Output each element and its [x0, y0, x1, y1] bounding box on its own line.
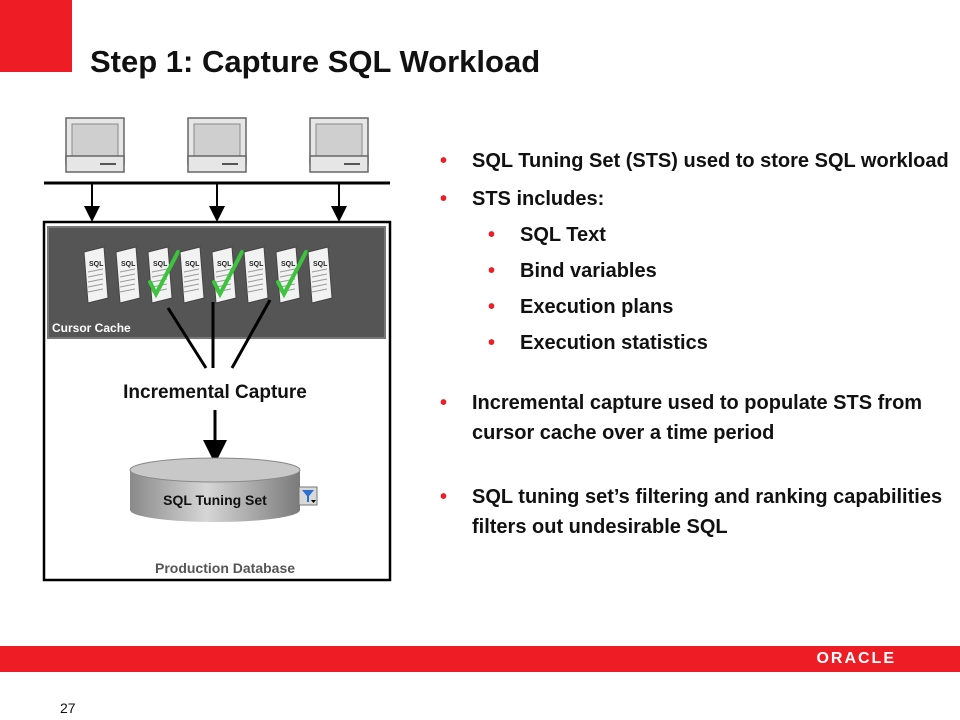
- client-computer-1: [65, 117, 125, 173]
- bullet-text: SQL Tuning Set (STS) used to store SQL w…: [472, 150, 949, 172]
- bullet-dot: •: [440, 150, 448, 172]
- checkmark-icon: [212, 250, 244, 299]
- page-number: 27: [60, 700, 76, 716]
- bullet-dot: •: [488, 224, 496, 246]
- bullet-text: Bind variables: [520, 260, 657, 282]
- svg-text:SQL: SQL: [249, 261, 264, 268]
- svg-text:SQL: SQL: [185, 261, 200, 268]
- production-database-label: Production Database: [155, 560, 295, 576]
- sql-document-icon: SQL: [179, 246, 205, 304]
- bullet-item: • SQL tuning set’s filtering and ranking …: [440, 482, 950, 542]
- client-computer-3: [309, 117, 369, 173]
- footer-bar: [0, 646, 960, 672]
- bullet-dot: •: [440, 188, 448, 210]
- filter-icon: [298, 486, 318, 506]
- incremental-capture-label: Incremental Capture: [123, 382, 307, 403]
- svg-text:SQL: SQL: [153, 261, 168, 268]
- bullet-text: SQL tuning set’s filtering and ranking c…: [472, 486, 943, 538]
- oracle-logo: ORACLE: [816, 650, 896, 667]
- bullet-dot: •: [440, 392, 448, 414]
- bullet-item: • Incremental capture used to populate ST…: [440, 388, 950, 448]
- bullet-text: Execution plans: [520, 296, 674, 318]
- svg-text:SQL: SQL: [313, 261, 328, 268]
- checkmark-icon: [148, 250, 180, 299]
- bullet-text: Execution statistics: [520, 332, 708, 354]
- sql-statements: SQL SQL SQL SQL SQL SQL SQL SQL: [83, 246, 333, 304]
- bullet-text: Incremental capture used to populate STS…: [472, 392, 923, 444]
- bullet-item: • SQL Tuning Set (STS) used to store SQL …: [440, 146, 950, 176]
- bullet-item: • Execution plans: [440, 292, 950, 322]
- bullet-item: • Execution statistics: [440, 328, 950, 358]
- bullet-dot: •: [488, 332, 496, 354]
- accent-square: [0, 0, 72, 72]
- svg-text:SQL: SQL: [121, 261, 136, 268]
- sql-document-icon: SQL: [307, 246, 333, 304]
- bullet-dot: •: [440, 486, 448, 508]
- client-computer-2: [187, 117, 247, 173]
- checkmark-icon: [276, 250, 308, 299]
- sql-document-icon: SQL: [115, 246, 141, 304]
- sql-document-icon: SQL: [243, 246, 269, 304]
- cursor-cache-label: Cursor Cache: [52, 321, 131, 335]
- bullet-dot: •: [488, 296, 496, 318]
- sql-document-icon: SQL: [211, 246, 244, 304]
- bullet-text: SQL Text: [520, 224, 606, 246]
- slide-title: Step 1: Capture SQL Workload: [90, 44, 541, 79]
- svg-text:SQL: SQL: [217, 261, 232, 268]
- sql-document-icon: SQL: [147, 246, 180, 304]
- sql-document-icon: SQL: [83, 246, 109, 304]
- sql-document-icon: SQL: [275, 246, 308, 304]
- sql-tuning-set-label: SQL Tuning Set: [163, 492, 267, 508]
- svg-text:SQL: SQL: [89, 261, 104, 268]
- bullet-text: STS includes:: [472, 188, 605, 210]
- bullet-item: • STS includes:: [440, 184, 950, 214]
- bullet-item: • Bind variables: [440, 256, 950, 286]
- bullet-item: • SQL Text: [440, 220, 950, 250]
- bullet-dot: •: [488, 260, 496, 282]
- sql-tuning-set-cylinder: SQL Tuning Set: [129, 457, 301, 522]
- bullet-list: • SQL Tuning Set (STS) used to store SQL …: [440, 146, 950, 542]
- svg-text:SQL: SQL: [281, 261, 296, 268]
